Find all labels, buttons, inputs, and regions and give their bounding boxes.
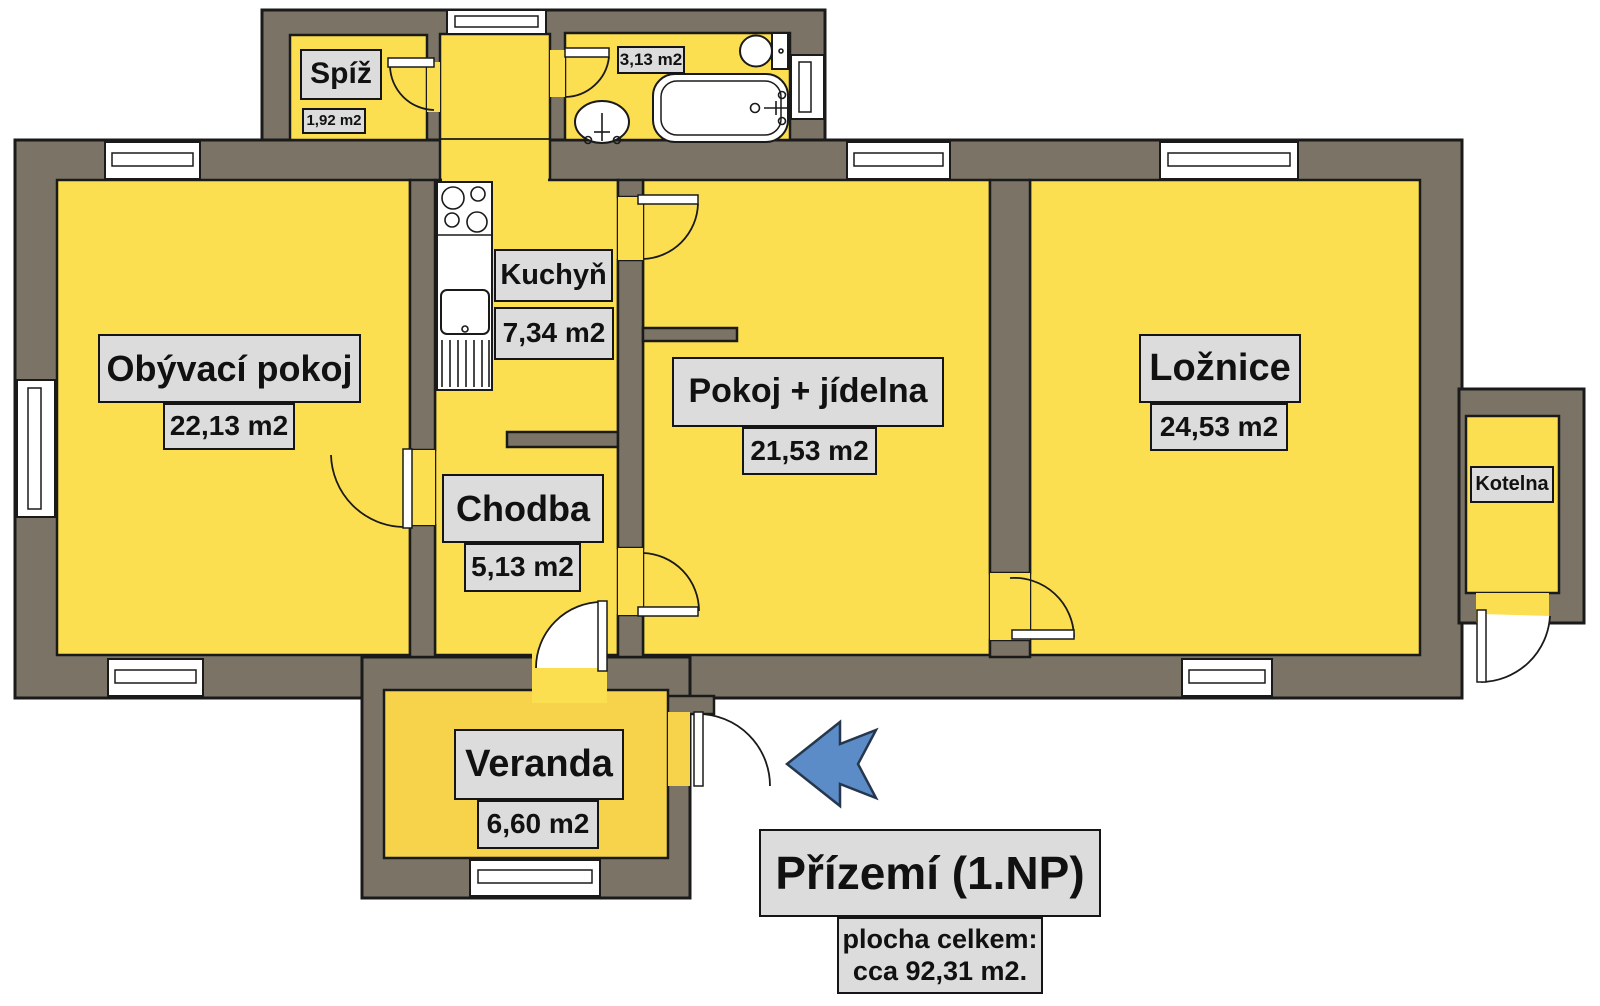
room-area-obyvaci-pokoj: 22,13 m2 bbox=[163, 403, 295, 450]
interior-walls bbox=[408, 178, 1032, 659]
room-area-koupelna: 3,13 m2 bbox=[617, 46, 685, 74]
bathroom-sink bbox=[574, 100, 630, 145]
door-pokoj-loznice bbox=[1009, 577, 1075, 640]
door-openings bbox=[410, 50, 1549, 786]
window-living-top bbox=[104, 141, 201, 180]
room-label-obyvaci-pokoj: Obývací pokoj bbox=[98, 334, 361, 403]
room-label-kuchyn: Kuchyň bbox=[494, 249, 613, 302]
door-chodba-pokoj bbox=[637, 552, 700, 617]
doors bbox=[330, 47, 1551, 787]
bathtub bbox=[652, 73, 789, 143]
door-kitchen-pokoj bbox=[637, 194, 699, 260]
window-loznice-top bbox=[1159, 141, 1299, 180]
window-loznice-bottom bbox=[1181, 658, 1273, 697]
window-living-left bbox=[16, 379, 56, 518]
door-entrance bbox=[693, 711, 771, 787]
kitchen-counter bbox=[436, 181, 493, 391]
room-area-veranda: 6,60 m2 bbox=[477, 800, 599, 849]
room-label-kotelna: Kotelna bbox=[1470, 466, 1554, 503]
toilet bbox=[739, 32, 789, 70]
room-area-kuchyn: 7,34 m2 bbox=[494, 307, 614, 360]
total-area-box: plocha celkem: cca 92,31 m2. bbox=[837, 917, 1043, 994]
fixtures bbox=[436, 32, 789, 391]
room-label-spiz: Spíž bbox=[300, 49, 382, 100]
windows bbox=[16, 9, 1299, 897]
room-area-loznice: 24,53 m2 bbox=[1150, 403, 1288, 451]
door-living-room bbox=[330, 448, 413, 529]
total-area-line2: cca 92,31 m2. bbox=[852, 955, 1028, 986]
floor-title: Přízemí (1.NP) bbox=[759, 829, 1101, 917]
window-bathroom-right bbox=[790, 54, 825, 120]
window-living-bottom bbox=[107, 658, 204, 697]
room-label-chodba: Chodba bbox=[442, 474, 604, 543]
room-label-pokoj-jidelna: Pokoj + jídelna bbox=[672, 357, 944, 427]
window-corridor-top bbox=[446, 9, 547, 35]
door-bathroom bbox=[564, 47, 610, 98]
room-label-veranda: Veranda bbox=[454, 729, 624, 800]
window-veranda-bottom bbox=[469, 859, 601, 897]
room-area-spiz: 1,92 m2 bbox=[302, 108, 366, 134]
total-area-line1: plocha celkem: bbox=[842, 924, 1038, 955]
arrow-left-icon bbox=[784, 719, 879, 809]
room-area-chodba: 5,13 m2 bbox=[464, 543, 581, 592]
room-area-pokoj-jidelna: 21,53 m2 bbox=[742, 427, 877, 475]
room-label-loznice: Ložnice bbox=[1139, 334, 1301, 403]
room-floor-kotelna bbox=[1464, 414, 1561, 595]
door-kotelna bbox=[1476, 609, 1551, 683]
door-spiz bbox=[387, 57, 435, 111]
window-pokoj-top bbox=[846, 141, 951, 180]
door-chodba-veranda bbox=[535, 600, 608, 672]
